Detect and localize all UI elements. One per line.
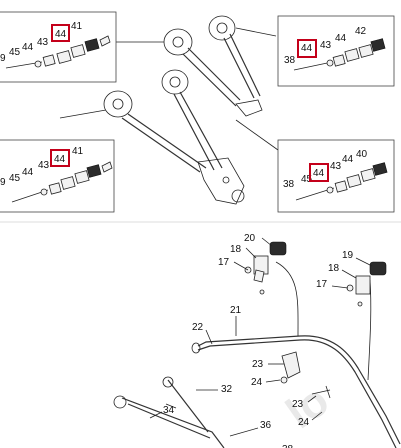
callout-41: 41: [71, 21, 83, 32]
callout-43: 43: [320, 40, 332, 51]
callout-43: 43: [38, 160, 50, 171]
callout-44-b: 44: [342, 154, 354, 165]
callout-23: 23: [252, 359, 264, 370]
callout-44-highlighted: 44: [54, 154, 66, 165]
callout-42: 42: [355, 26, 367, 37]
callout-41: 41: [72, 146, 84, 157]
callout-44-highlighted: 44: [313, 168, 325, 179]
callout-18: 18: [230, 244, 242, 255]
highlight-box: [50, 149, 70, 167]
sway-bar-assembly: [113, 237, 401, 448]
callout-32: 32: [221, 384, 233, 395]
callout-44-a: 44: [22, 167, 34, 178]
callout-44-b: 44: [335, 33, 347, 44]
bushing-19: [369, 261, 387, 276]
callout-9: 9: [0, 53, 6, 64]
callout-45: 45: [9, 173, 21, 184]
callout-45: 45: [9, 47, 21, 58]
callout-24-right: 24: [298, 417, 310, 428]
highlight-box: [51, 24, 70, 42]
callout-45: 45: [301, 174, 313, 185]
callout-34: 34: [163, 405, 175, 416]
callout-18-right: 18: [328, 263, 340, 274]
callout-22: 22: [192, 322, 204, 333]
callout-17-right: 17: [316, 279, 328, 290]
callout-23-right: 23: [292, 399, 304, 410]
callout-20: 20: [244, 233, 256, 244]
callout-38: 38: [284, 55, 296, 66]
highlight-box: [309, 163, 329, 182]
callout-43: 43: [37, 37, 49, 48]
callout-21: 21: [230, 305, 242, 316]
inset-top-right: 38 44 43 44 42: [277, 15, 395, 87]
callout-19: 19: [342, 250, 354, 261]
callout-38-partial: 38: [282, 444, 294, 448]
watermark: lo: [278, 376, 338, 439]
callout-44-highlighted: 44: [55, 29, 67, 40]
bushing-20: [269, 241, 287, 256]
callout-38: 38: [283, 179, 295, 190]
callout-24: 24: [251, 377, 263, 388]
inset-bottom-left: 9 45 44 43 44 41: [0, 139, 115, 213]
callout-40: 40: [356, 149, 368, 160]
a-arm-assembly: [59, 15, 279, 205]
callout-43: 43: [330, 161, 342, 172]
callout-44-a: 44: [22, 42, 34, 53]
callout-44-highlighted: 44: [301, 43, 313, 54]
inset-top-left: 9 45 44 43 44 41: [0, 11, 117, 83]
inset-bottom-right: 38 45 44 43 44 40: [277, 139, 395, 213]
highlight-box: [297, 39, 317, 58]
callout-9: 9: [0, 177, 6, 188]
callout-17: 17: [218, 257, 230, 268]
callout-36: 36: [260, 420, 272, 431]
